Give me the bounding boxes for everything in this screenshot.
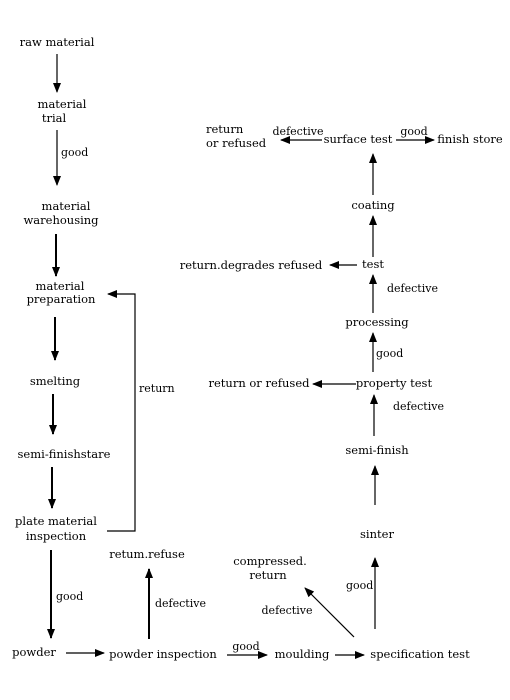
node-processing: processing xyxy=(345,315,409,329)
node-semi-finishstare: semi-finishstare xyxy=(18,447,111,461)
node-material-warehousing-line1: material xyxy=(42,199,91,213)
node-finish-store: finish store xyxy=(437,132,503,146)
edge-label-good-plate: good xyxy=(56,590,83,603)
arrow-return-loop xyxy=(107,290,136,532)
node-semi-finish: semi-finish xyxy=(345,443,409,457)
edge-label-defective-surface: defective xyxy=(273,125,324,138)
node-specification-test: specification test xyxy=(370,647,470,661)
node-test: test xyxy=(362,257,384,271)
node-sinter: sinter xyxy=(360,527,394,541)
node-smelting: smelting xyxy=(30,374,81,388)
edge-label-return-loop: return xyxy=(139,382,175,395)
node-surface-test: surface test xyxy=(324,132,393,146)
edge-label-defective-test: defective xyxy=(387,282,438,295)
edge-label-defective-semi: defective xyxy=(393,400,444,413)
node-powder: powder xyxy=(12,645,56,659)
node-moulding: moulding xyxy=(275,647,330,661)
node-material-preparation-line1: material xyxy=(36,279,85,293)
node-return-refused-top-line1: return xyxy=(206,122,244,136)
node-return-degrades-refused: return.degrades refused xyxy=(180,258,323,272)
edge-label-good-moulding: good xyxy=(232,640,259,653)
node-powder-inspection: powder inspection xyxy=(109,647,217,661)
edge-label-good-processing: good xyxy=(376,347,403,360)
edge-label-good-sinter: good xyxy=(346,579,373,592)
node-compressed-return-line1: compressed. xyxy=(233,554,307,568)
edge-label-defective-compressed: defective xyxy=(262,604,313,617)
node-return-refused-top-line2: or refused xyxy=(206,136,267,150)
node-material-trial-line2: trial xyxy=(42,111,67,125)
edge-label-good-surface: good xyxy=(400,125,427,138)
arrow-spec-to-compressed xyxy=(304,587,355,638)
edge-label-defective-powder-insp: defective xyxy=(155,597,206,610)
node-material-warehousing-line2: warehousing xyxy=(23,213,99,227)
node-material-trial-line1: material xyxy=(38,97,87,111)
edge-label-good-trial: good xyxy=(61,146,88,159)
node-return-refuse-bottom: retum.refuse xyxy=(109,547,185,561)
node-return-or-refused-mid: return or refused xyxy=(208,376,310,390)
node-compressed-return-line2: return xyxy=(249,568,287,582)
node-plate-inspection-line2: inspection xyxy=(26,529,87,543)
node-raw-material: raw material xyxy=(20,35,95,49)
node-coating: coating xyxy=(351,198,395,212)
node-plate-inspection-line1: plate material xyxy=(15,514,97,528)
node-property-test: property test xyxy=(356,376,433,390)
node-material-preparation-line2: preparation xyxy=(27,292,96,306)
